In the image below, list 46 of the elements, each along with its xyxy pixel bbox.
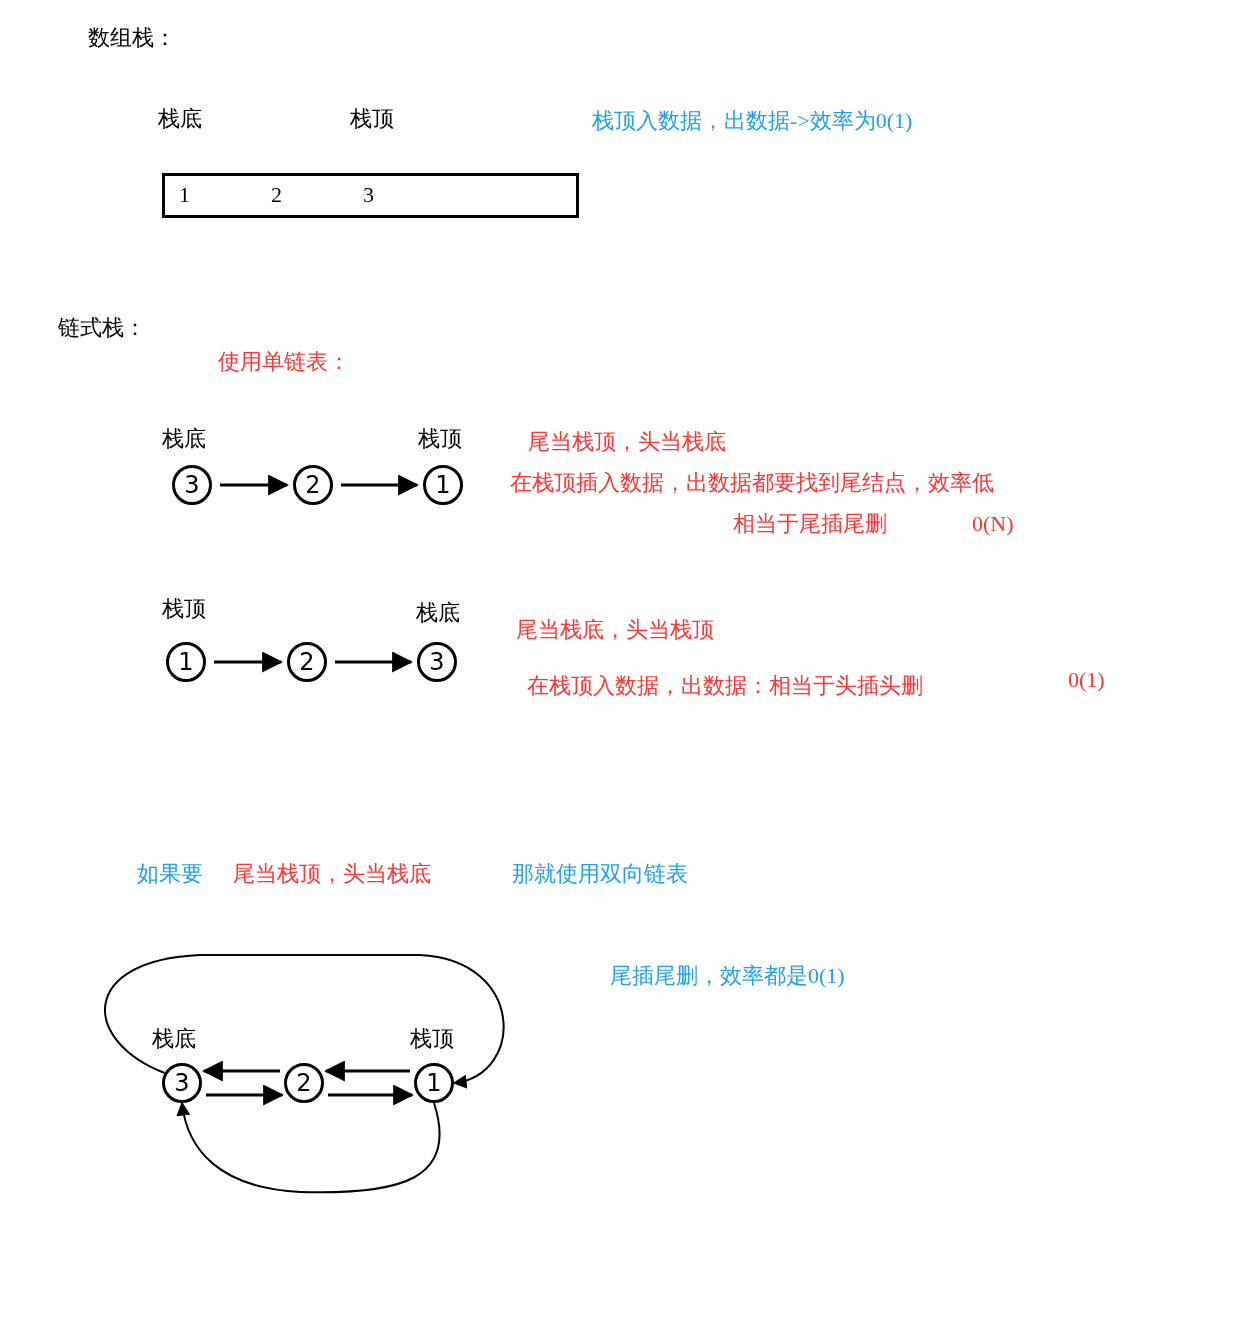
arrow	[104, 954, 505, 1087]
stack-end-label: 栈底	[158, 106, 202, 133]
note-text: 尾当栈底，头当栈顶	[516, 617, 714, 644]
arrow	[323, 1060, 410, 1082]
stack-end-label: 栈底	[152, 1026, 196, 1053]
note-text: 尾插尾删，效率都是0(1)	[610, 963, 845, 990]
arrow	[177, 1101, 441, 1194]
arrow	[220, 474, 290, 496]
list-node-circle: 2	[293, 465, 333, 505]
arrow	[341, 474, 420, 496]
list-node-circle: 3	[172, 465, 212, 505]
list-node-circle: 2	[287, 642, 327, 682]
stack-end-label: 栈底	[162, 426, 206, 453]
arrow	[201, 1060, 280, 1082]
note-text: 如果要	[137, 861, 203, 888]
arrow	[206, 1084, 285, 1106]
list-node-circle: 3	[417, 642, 457, 682]
arrow	[335, 651, 414, 673]
stack-end-label: 栈底	[416, 600, 460, 627]
note-text: 相当于尾插尾删	[733, 511, 887, 538]
stack-end-label: 栈顶	[410, 1026, 454, 1053]
note-text: 数组栈：	[88, 25, 176, 52]
stack-end-label: 栈顶	[418, 426, 462, 453]
stack-end-label: 栈顶	[162, 596, 206, 623]
list-node-circle: 1	[166, 642, 206, 682]
list-node-circle: 2	[284, 1063, 324, 1103]
note-text: 尾当栈顶，头当栈底	[528, 429, 726, 456]
note-text: 那就使用双向链表	[512, 861, 688, 888]
note-text: 使用单链表：	[218, 349, 350, 376]
note-text: 0(N)	[972, 511, 1014, 538]
note-text: 在栈顶插入数据，出数据都要找到尾结点，效率低	[510, 470, 994, 497]
stack-end-label: 栈顶	[350, 106, 394, 133]
arrow	[328, 1084, 415, 1106]
array-element-number: 3	[363, 182, 374, 208]
list-node-circle: 1	[423, 465, 463, 505]
note-text: 0(1)	[1068, 667, 1105, 694]
list-node-circle: 1	[414, 1063, 454, 1103]
note-text: 尾当栈顶，头当栈底	[233, 861, 431, 888]
note-text: 在栈顶入数据，出数据：相当于头插头删	[527, 673, 923, 700]
list-node-circle: 3	[162, 1063, 202, 1103]
note-text: 栈顶入数据，出数据->效率为0(1)	[592, 108, 913, 135]
array-element-number: 1	[179, 182, 190, 208]
array-element-number: 2	[271, 182, 282, 208]
array-box	[162, 173, 579, 218]
note-text: 链式栈：	[58, 315, 146, 342]
arrow	[214, 651, 284, 673]
